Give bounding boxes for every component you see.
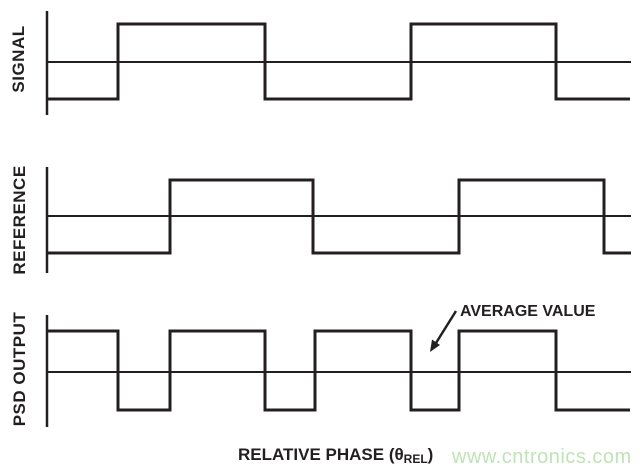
signal-panel: SIGNAL [9,11,631,115]
reference-panel-label: REFERENCE [10,165,29,274]
psd-output-waveform [48,329,630,412]
signal-panel-label: SIGNAL [9,25,28,92]
x-axis-caption-subscript: REL [404,452,428,466]
average-value-label: AVERAGE VALUE [460,303,596,320]
arrow-head-icon [430,339,440,352]
x-axis-caption-close: ) [428,445,434,464]
watermark-text: www.cntronics.com [451,446,632,468]
psd-output-panel: PSD OUTPUT [10,312,631,427]
psd-output-panel-label: PSD OUTPUT [10,312,29,427]
reference-panel: REFERENCE [10,165,631,275]
x-axis-caption: RELATIVE PHASE (θREL) [238,445,433,466]
average-value-annotation: AVERAGE VALUE [430,303,596,352]
signal-waveform [48,22,630,101]
x-axis-caption-main: RELATIVE PHASE (θ [238,445,404,464]
average-value-arrow-line [434,310,458,344]
reference-waveform [48,178,631,255]
